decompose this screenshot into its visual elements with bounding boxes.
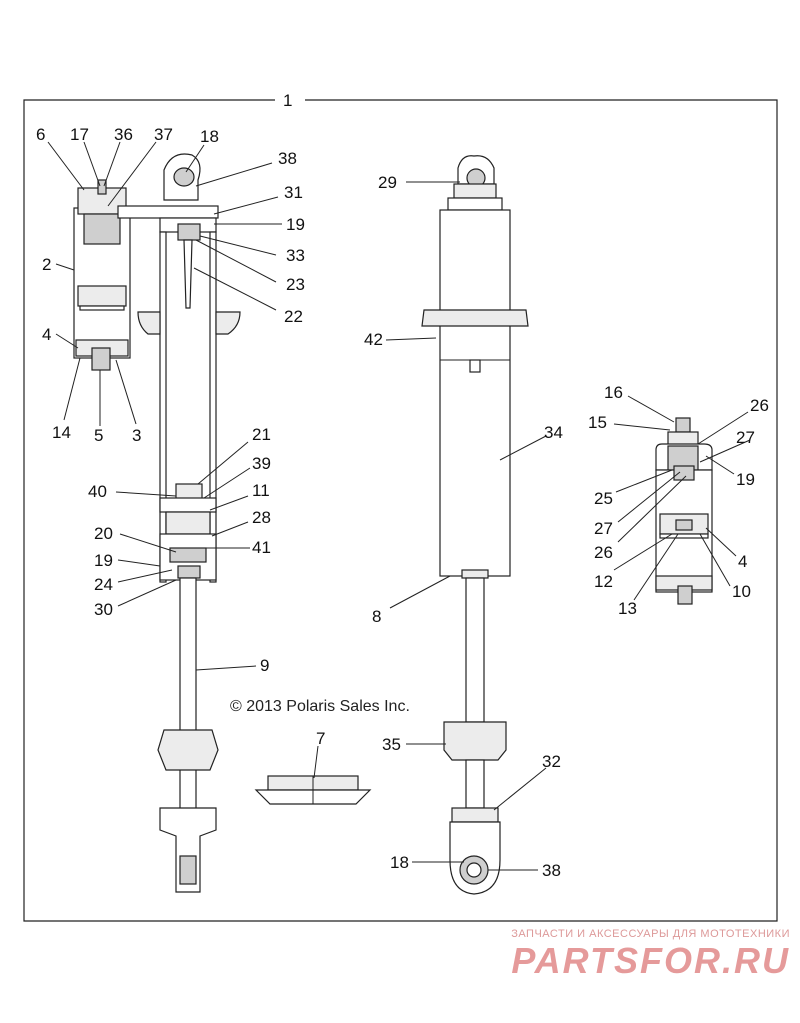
callout-18-top: 18 bbox=[200, 127, 219, 146]
callout-13: 13 bbox=[618, 599, 637, 618]
right-leaders bbox=[613, 395, 751, 601]
callout-3: 3 bbox=[132, 426, 141, 445]
callout-9: 9 bbox=[260, 656, 269, 675]
callout-12: 12 bbox=[594, 572, 613, 591]
callout-41: 41 bbox=[252, 538, 271, 557]
reservoir-detail bbox=[655, 417, 713, 605]
callout-38-bottom: 38 bbox=[542, 861, 561, 880]
callout-33: 33 bbox=[286, 246, 305, 265]
callout-39: 39 bbox=[252, 454, 271, 473]
left-shock-cutaway bbox=[73, 153, 241, 893]
watermark-brand: PARTSFOR.RU bbox=[511, 940, 790, 981]
callout-19-upper: 19 bbox=[286, 215, 305, 234]
callout-36: 36 bbox=[114, 125, 133, 144]
callout-26-upper: 26 bbox=[750, 396, 769, 415]
callout-30: 30 bbox=[94, 600, 113, 619]
callout-6: 6 bbox=[36, 125, 45, 144]
callout-20: 20 bbox=[94, 524, 113, 543]
callout-38-top: 38 bbox=[278, 149, 297, 168]
callout-35: 35 bbox=[382, 735, 401, 754]
callout-25: 25 bbox=[594, 489, 613, 508]
assembly-frame bbox=[23, 99, 778, 922]
callout-8: 8 bbox=[372, 607, 381, 626]
callout-29: 29 bbox=[378, 173, 397, 192]
callout-27-upper: 27 bbox=[736, 428, 755, 447]
callout-19-right: 19 bbox=[736, 470, 755, 489]
assembled-shock bbox=[421, 155, 529, 895]
callout-42: 42 bbox=[364, 330, 383, 349]
callout-26-lower: 26 bbox=[594, 543, 613, 562]
copyright-notice: © 2013 Polaris Sales Inc. bbox=[230, 698, 410, 715]
callout-22: 22 bbox=[284, 307, 303, 326]
callout-16: 16 bbox=[604, 383, 623, 402]
callout-4-left: 4 bbox=[42, 325, 51, 344]
center-callouts: 29 42 34 8 35 32 18 38 bbox=[364, 173, 563, 880]
callout-19-lower: 19 bbox=[94, 551, 113, 570]
callout-11: 11 bbox=[252, 481, 270, 500]
callout-21: 21 bbox=[252, 425, 271, 444]
callout-28: 28 bbox=[252, 508, 271, 527]
right-callouts: 16 26 15 27 19 25 27 26 4 12 10 13 bbox=[588, 383, 769, 618]
watermark: ЗАПЧАСТИ И АКСЕССУАРЫ ДЛЯ МОТОТЕХНИКИ PA… bbox=[470, 928, 790, 982]
callout-37: 37 bbox=[154, 125, 173, 144]
seal-ring-7: 7 bbox=[254, 729, 372, 805]
left-leaders bbox=[47, 141, 282, 671]
callout-40: 40 bbox=[88, 482, 107, 501]
callout-24: 24 bbox=[94, 575, 113, 594]
callout-4-right: 4 bbox=[738, 552, 747, 571]
callout-2: 2 bbox=[42, 255, 51, 274]
callout-23: 23 bbox=[286, 275, 305, 294]
callout-14: 14 bbox=[52, 423, 71, 442]
callout-7: 7 bbox=[316, 729, 325, 748]
callout-10: 10 bbox=[732, 582, 751, 601]
center-leaders bbox=[385, 181, 547, 871]
callout-15: 15 bbox=[588, 413, 607, 432]
callout-5: 5 bbox=[94, 426, 103, 445]
left-callouts: 6 17 36 37 18 38 31 19 33 23 22 2 4 14 5… bbox=[36, 125, 305, 675]
callout-27-lower: 27 bbox=[594, 519, 613, 538]
callout-17: 17 bbox=[70, 125, 89, 144]
watermark-caption: ЗАПЧАСТИ И АКСЕССУАРЫ ДЛЯ МОТОТЕХНИКИ bbox=[511, 928, 790, 940]
callout-31: 31 bbox=[284, 183, 303, 202]
callout-32: 32 bbox=[542, 752, 561, 771]
callout-1: 1 bbox=[283, 91, 292, 110]
callout-18-bottom: 18 bbox=[390, 853, 409, 872]
callout-34: 34 bbox=[544, 423, 563, 442]
